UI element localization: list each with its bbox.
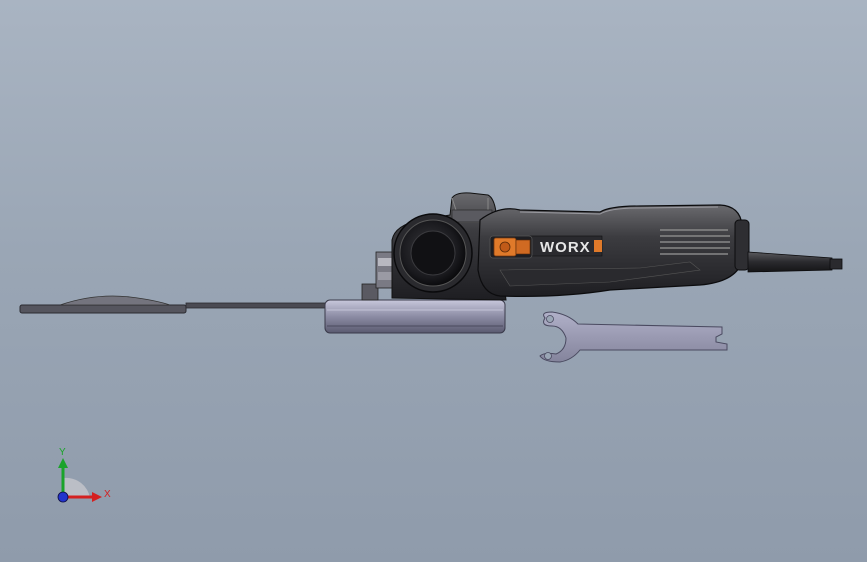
y-axis-arrow-icon [58, 458, 68, 468]
brand-logo: WORX [540, 239, 591, 256]
x-axis-label: X [104, 489, 111, 500]
disc-guard[interactable] [324, 299, 506, 334]
coordinate-triad: Y X [57, 447, 111, 503]
power-switch[interactable] [489, 235, 533, 259]
motor-housing[interactable] [477, 204, 750, 297]
z-axis-point-icon [57, 491, 69, 503]
grinding-disc[interactable] [19, 295, 187, 314]
power-cord[interactable] [747, 251, 843, 273]
pin-spanner[interactable] [539, 311, 728, 363]
y-axis-label: Y [59, 447, 66, 458]
grip-ribs [660, 229, 730, 255]
cutting-disc[interactable] [185, 302, 327, 309]
spindle-lock-knob[interactable] [393, 213, 473, 293]
spindle-flange[interactable] [361, 251, 395, 301]
x-axis-arrow-icon [92, 492, 102, 502]
brand-plate: WORX [529, 235, 603, 257]
